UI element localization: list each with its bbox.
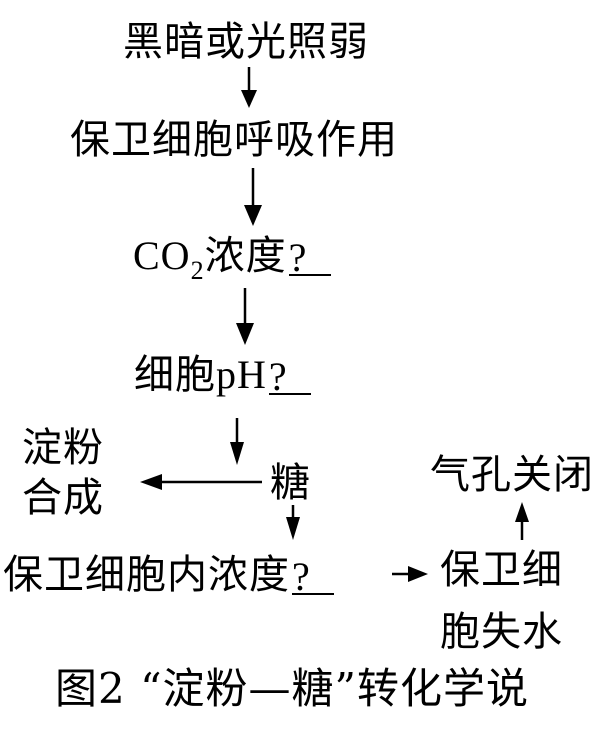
arrow-down-3: [236, 288, 254, 345]
arrow-down-2: [244, 168, 262, 226]
node-co2-concentration: CO2浓度?: [133, 233, 331, 284]
concentration-label: 保卫细胞内浓度: [3, 552, 290, 598]
arrow-right-to-water-loss: [392, 566, 428, 582]
co2-suffix: 浓度: [204, 233, 287, 279]
arrow-down-to-concentration: [286, 505, 300, 540]
arrow-up-to-stomata: [515, 502, 529, 540]
answer-blank: ?: [268, 357, 311, 397]
node-sugar: 糖: [270, 460, 311, 506]
co2-label: CO: [133, 233, 191, 278]
node-guard-cell-water-loss-line2: 胞失水: [440, 609, 563, 655]
node-guard-cell-water-loss-line1: 保卫细: [440, 547, 563, 593]
ph-prefix: 细胞: [134, 352, 216, 398]
co2-subscript: 2: [190, 256, 205, 285]
arrow-down-1: [241, 67, 257, 108]
node-starch-synthesis-line2: 合成: [22, 475, 104, 521]
node-stomata-closed: 气孔关闭: [430, 452, 594, 498]
answer-blank: ?: [288, 238, 331, 278]
node-dark-or-weak-light: 黑暗或光照弱: [123, 19, 369, 65]
figure-caption: 图2 “淀粉—糖”转化学说: [55, 664, 530, 713]
arrow-left-to-starch: [140, 474, 262, 490]
node-starch-synthesis-line1: 淀粉: [22, 425, 104, 471]
node-guard-cell-respiration: 保卫细胞呼吸作用: [70, 117, 398, 163]
ph-label: pH: [216, 352, 267, 397]
node-guard-cell-concentration: 保卫细胞内浓度?: [3, 552, 334, 598]
arrow-down-4: [230, 418, 244, 465]
answer-blank: ?: [292, 557, 334, 597]
node-cell-ph: 细胞pH?: [134, 352, 311, 398]
